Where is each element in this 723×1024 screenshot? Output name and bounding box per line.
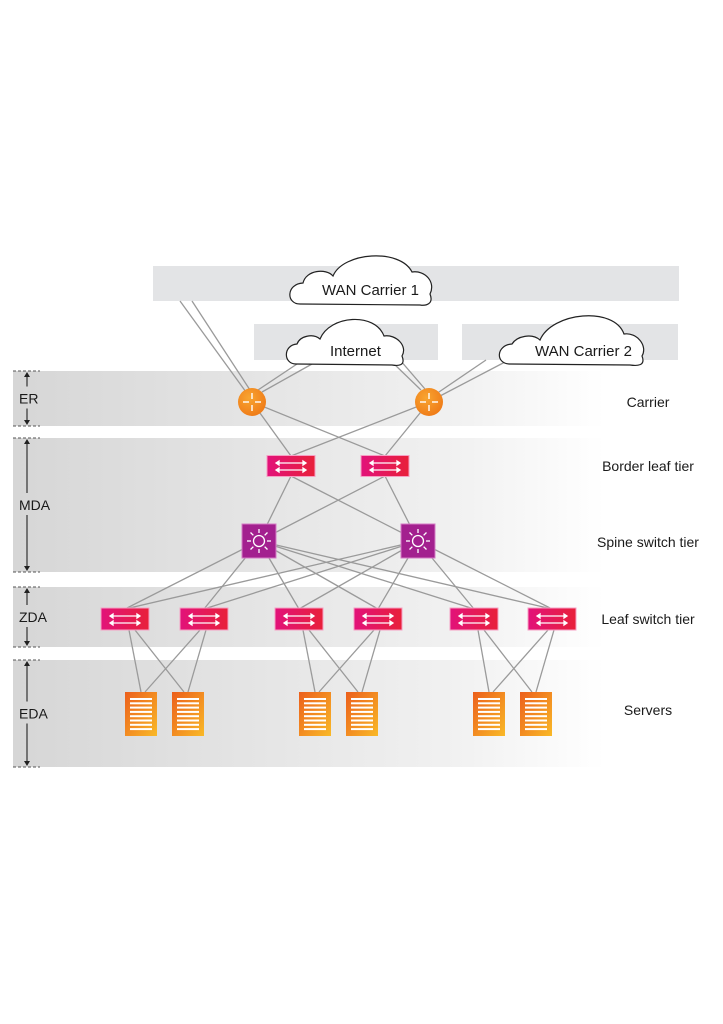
switch-arrows-icon xyxy=(360,455,410,477)
leaf-switch xyxy=(179,607,229,631)
link xyxy=(203,540,419,610)
switch-arrows-icon xyxy=(353,607,403,631)
switch-arrows-icon xyxy=(100,607,150,631)
link xyxy=(258,540,475,610)
nodes xyxy=(100,388,577,736)
link xyxy=(128,629,142,693)
tier-label-spine: Spine switch tier xyxy=(597,534,699,550)
link xyxy=(261,363,313,393)
cloud-wan-carrier-2: WAN Carrier 2 xyxy=(498,315,645,367)
tier-label-border-leaf: Border leaf tier xyxy=(602,458,694,474)
leaf-switch xyxy=(527,607,577,631)
tier-label-leaf: Leaf switch tier xyxy=(601,611,695,627)
link xyxy=(191,300,251,391)
link xyxy=(435,359,487,395)
leaf-switch xyxy=(100,607,150,631)
server xyxy=(520,692,552,736)
zone-marker-er: ER xyxy=(13,370,40,427)
link xyxy=(179,300,247,393)
spine-switch xyxy=(400,523,436,559)
link xyxy=(492,629,549,693)
link xyxy=(290,475,419,542)
router xyxy=(415,388,443,416)
cloud-icon xyxy=(498,315,645,367)
server xyxy=(172,692,204,736)
router xyxy=(238,388,266,416)
server xyxy=(125,692,157,736)
cloud-icon xyxy=(289,255,433,306)
link xyxy=(144,629,201,693)
server xyxy=(346,692,378,736)
link xyxy=(399,359,426,390)
link xyxy=(361,629,381,693)
cloud-internet: Internet xyxy=(285,318,405,367)
leaf-switch xyxy=(353,607,403,631)
link xyxy=(318,629,375,693)
link xyxy=(124,540,260,610)
link xyxy=(535,629,555,693)
zone-label: ER xyxy=(19,391,38,407)
cloud-label: WAN Carrier 1 xyxy=(322,282,419,299)
cloud-label: WAN Carrier 2 xyxy=(535,343,632,360)
switch-arrows-icon xyxy=(266,455,316,477)
zone-markers: ER MDA ZDA EDA xyxy=(13,370,51,768)
link xyxy=(417,540,553,610)
spine-switch xyxy=(241,523,277,559)
cloud-wan-carrier-1: WAN Carrier 1 xyxy=(289,255,433,306)
switch-arrows-icon xyxy=(527,607,577,631)
link xyxy=(257,361,301,391)
switch-arrows-icon xyxy=(179,607,229,631)
zone-label: EDA xyxy=(19,706,48,722)
link xyxy=(258,475,386,542)
link xyxy=(302,629,316,693)
cloud-label: Internet xyxy=(330,343,382,360)
tier-label-carrier: Carrier xyxy=(627,394,670,410)
switch-arrows-icon xyxy=(274,607,324,631)
zone-label: MDA xyxy=(19,497,51,513)
link xyxy=(308,629,359,693)
link xyxy=(439,361,506,397)
router-icon xyxy=(238,388,266,416)
link xyxy=(290,401,430,457)
border-leaf-switch xyxy=(360,455,410,477)
zone-marker-mda: MDA xyxy=(13,437,51,573)
links xyxy=(124,300,555,693)
link xyxy=(124,540,419,610)
link xyxy=(258,540,553,610)
link xyxy=(251,401,386,457)
link xyxy=(258,540,379,610)
zone-label: ZDA xyxy=(19,609,48,625)
cloud-icon xyxy=(285,318,405,367)
leaf-switch xyxy=(274,607,324,631)
tier-label-servers: Servers xyxy=(624,702,672,718)
server xyxy=(473,692,505,736)
server xyxy=(299,692,331,736)
router-icon xyxy=(415,388,443,416)
link xyxy=(477,629,490,693)
zone-marker-eda: EDA xyxy=(13,659,48,768)
link xyxy=(298,540,419,610)
link xyxy=(134,629,185,693)
link xyxy=(391,361,422,391)
link xyxy=(483,629,533,693)
zone-marker-zda: ZDA xyxy=(13,586,48,648)
border-leaf-switch xyxy=(266,455,316,477)
er-band xyxy=(13,371,605,426)
switch-arrows-icon xyxy=(449,607,499,631)
link xyxy=(187,629,207,693)
leaf-switch xyxy=(449,607,499,631)
